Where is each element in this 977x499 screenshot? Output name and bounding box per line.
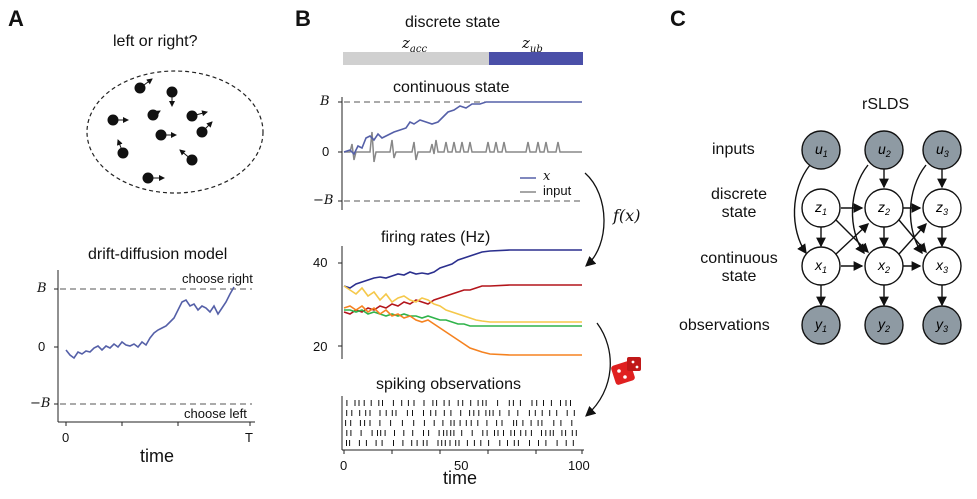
row-label-observations: observations bbox=[679, 317, 770, 334]
panel-letter-c: C bbox=[670, 6, 686, 31]
firing-series-4 bbox=[344, 309, 582, 327]
choose-right-label: choose right bbox=[182, 271, 253, 286]
firing-series-5 bbox=[343, 304, 582, 356]
ddm-x-0: 0 bbox=[62, 430, 70, 445]
firing-series-1 bbox=[343, 249, 582, 289]
generative-arrows bbox=[584, 172, 641, 417]
rslds-title: rSLDS bbox=[862, 96, 910, 113]
z-ub-bar bbox=[489, 52, 583, 65]
firing-rates-title: firing rates (Hz) bbox=[381, 229, 491, 246]
cont-y-B: B bbox=[320, 94, 330, 109]
fr-tick-20: 20 bbox=[313, 339, 328, 354]
row-label-inputs: inputs bbox=[712, 141, 755, 158]
node-y2 bbox=[864, 305, 904, 345]
ddm-xlabel: time bbox=[140, 446, 175, 466]
spiking-title: spiking observations bbox=[376, 376, 521, 393]
node-x2 bbox=[864, 246, 904, 286]
node-y3 bbox=[922, 305, 962, 345]
fx-label: f(x) bbox=[613, 206, 641, 225]
ddm-x-T: T bbox=[245, 430, 253, 445]
node-u2 bbox=[864, 130, 904, 170]
question-label: left or right? bbox=[113, 33, 198, 50]
time-tick-0: 0 bbox=[340, 458, 348, 473]
firing-series-3 bbox=[343, 285, 582, 323]
continuous-state-title: continuous state bbox=[393, 79, 510, 96]
time-xlabel: time bbox=[443, 468, 478, 488]
node-u1 bbox=[801, 130, 841, 170]
panel-letter-b: B bbox=[295, 6, 311, 31]
node-x3 bbox=[922, 246, 962, 286]
node-z1 bbox=[801, 188, 841, 228]
node-z3 bbox=[922, 188, 962, 228]
firing-series-2 bbox=[343, 284, 582, 315]
continuous-state-chart bbox=[338, 97, 583, 210]
z-ub-label: zub bbox=[522, 34, 543, 55]
fr-tick-40: 40 bbox=[313, 255, 328, 270]
node-x1 bbox=[801, 246, 841, 286]
ddm-y-0: 0 bbox=[38, 339, 46, 354]
discrete-state-title: discrete state bbox=[405, 14, 501, 31]
node-y1 bbox=[801, 305, 841, 345]
cont-y-negB: −B bbox=[313, 193, 334, 208]
random-dots-diagram bbox=[86, 70, 264, 194]
time-tick-50: 50 bbox=[454, 458, 469, 473]
z-acc-label: zacc bbox=[402, 34, 428, 55]
legend-x-label: x bbox=[543, 169, 551, 184]
node-u3 bbox=[922, 130, 962, 170]
panel-letter-a: A bbox=[8, 6, 24, 31]
choose-left-label: choose left bbox=[184, 406, 247, 421]
ddm-title: drift-diffusion model bbox=[88, 246, 228, 263]
ddm-y-negB: −B bbox=[30, 396, 51, 411]
dice-icon bbox=[611, 357, 641, 385]
ddm-chart bbox=[54, 270, 255, 426]
cont-y-0: 0 bbox=[322, 144, 330, 159]
spike-raster bbox=[341, 396, 584, 454]
ddm-y-B: B bbox=[37, 281, 47, 296]
z-acc-bar bbox=[343, 52, 489, 65]
legend-input-label: input bbox=[543, 183, 572, 198]
firing-rates-chart bbox=[338, 246, 582, 359]
time-tick-100: 100 bbox=[568, 458, 590, 473]
node-z2 bbox=[864, 188, 904, 228]
